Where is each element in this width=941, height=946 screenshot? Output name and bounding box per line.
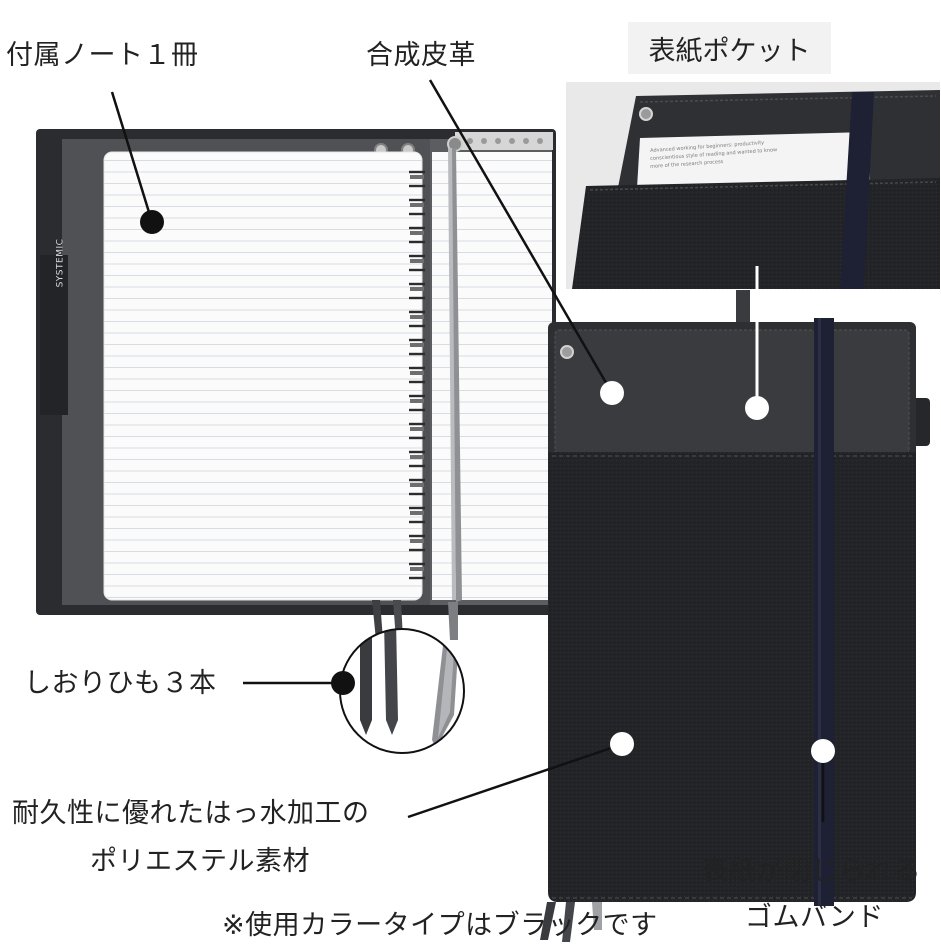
label-bookmarks: しおりひも３本 <box>24 668 217 699</box>
top-strip <box>455 132 553 150</box>
label-rubber-band-line1: 表紙が閉じられる <box>701 856 921 887</box>
brand-label: SYSTEMIC <box>55 238 65 288</box>
pen <box>736 290 750 322</box>
ribbon-highlight <box>448 148 456 600</box>
left-page <box>104 152 422 600</box>
ribbon-tail <box>448 602 458 640</box>
ribbon-magnifier <box>339 628 465 754</box>
pen-loop <box>912 398 930 446</box>
fabric-pocket <box>548 452 916 902</box>
closed-cover <box>540 290 930 942</box>
spiral-coil-tops <box>410 175 424 571</box>
label-cover-pocket: 表紙ポケット <box>628 22 831 74</box>
label-polyester-line2: ポリエステル素材 <box>90 846 310 877</box>
ribbon-tail <box>562 902 575 942</box>
ribbon-tail <box>540 902 556 940</box>
spiral-binding <box>409 170 425 580</box>
marker-dot <box>331 671 355 695</box>
label-polyester-line1: 耐久性に優れたはっ水加工の <box>12 798 370 829</box>
ribbon-tail <box>592 902 602 930</box>
marker-dot <box>140 210 164 234</box>
ribbon-tail <box>372 600 383 640</box>
label-synthetic-leather: 合成皮革 <box>366 40 476 71</box>
marker-dot <box>610 732 634 756</box>
marker-dot <box>745 396 769 420</box>
grommet <box>560 345 574 359</box>
label-rubber-band-line2: ゴムバンド <box>745 902 884 933</box>
strip-holes <box>467 138 543 144</box>
marker-dot <box>600 381 624 405</box>
open-notebook <box>36 129 556 640</box>
left-tab <box>40 255 68 415</box>
label-included-note: 付属ノート１冊 <box>6 40 199 71</box>
label-color-note: ※使用カラータイプはブラックです <box>222 910 658 941</box>
marker-dot <box>811 739 835 763</box>
inset-elastic-band <box>840 92 874 289</box>
cover-pocket-inset <box>566 82 940 289</box>
callout-lines <box>110 79 825 822</box>
